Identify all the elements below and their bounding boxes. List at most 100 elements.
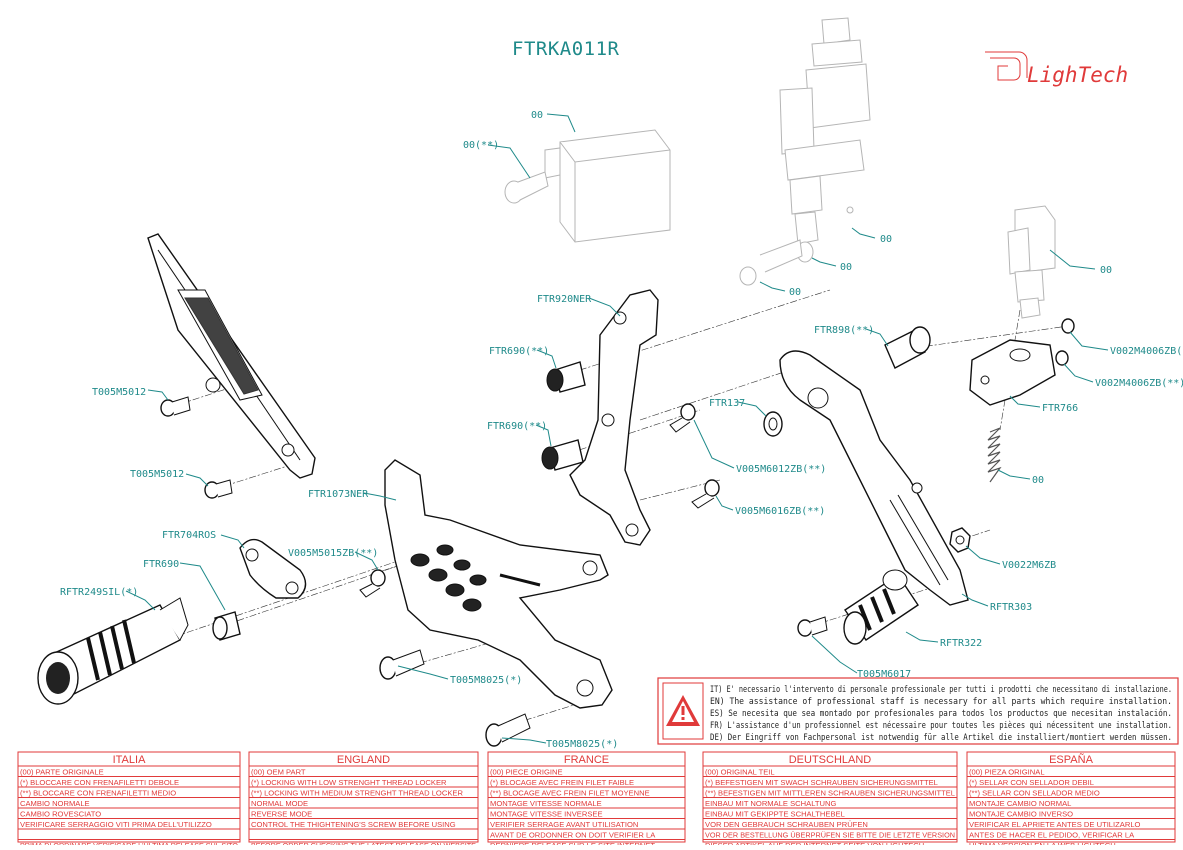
legend-line: (00) PARTE ORIGINALE <box>20 768 104 777</box>
legend-line: MONTAJE CAMBIO NORMAL <box>969 799 1071 808</box>
lever-peg-rftr322 <box>843 569 919 645</box>
label-t005m8025-a: T005M8025(*) <box>450 675 522 686</box>
screw-v002m4006zb-b <box>1055 350 1069 366</box>
legend-line: (00) PIEZA ORIGINAL <box>969 768 1045 777</box>
label-oo-top: 00 <box>531 110 543 121</box>
bushing-ftr690-upper <box>546 361 586 393</box>
legend-line: (**) BLOCAGE AVEC FREIN FILET MOYENNE <box>490 789 650 798</box>
bracket-ftr920ner <box>569 289 659 546</box>
legend-line: (00) PIECE ORIGINE <box>490 768 563 777</box>
label-v0022m6zb: V0022M6ZB <box>1002 560 1056 571</box>
label-ftr704ros: FTR704ROS <box>162 530 216 541</box>
label-oo-brake1: 00 <box>880 234 892 245</box>
legend-heading: DEUTSCHLAND <box>789 754 872 766</box>
bushing-ftr690 <box>212 611 241 641</box>
label-ftr920ner: FTR920NER <box>537 294 592 305</box>
legend-line: NORMAL MODE <box>251 799 308 808</box>
label-ftr690-a: FTR690(**) <box>489 346 549 357</box>
label-ftr766: FTR766 <box>1042 403 1078 414</box>
label-v005m6016zb: V005M6016ZB(**) <box>735 506 825 517</box>
legend-table: ITALIA (00) PARTE ORIGINALE(*) BLOCCARE C… <box>17 751 1176 850</box>
part-labels: 00 00(**) 00 00 00 00 T005M5012 T005M501… <box>60 110 1183 750</box>
legend-line: (00) ORIGINAL TEIL <box>705 768 775 777</box>
legend-line: (*) SELLAR CON SELLADOR DEBIL <box>969 778 1094 787</box>
legend-line: AVANT DE ORDONNER ON DOIT VERIFIER LA <box>490 831 656 840</box>
legend-line: (**) LOCKING WITH MEDIUM STRENGHT THREAD… <box>251 789 463 798</box>
legend-line: PRIMA DI ORDINARE VERIFICARE L'ULTIMA RE… <box>20 841 238 845</box>
heel-guard-plate <box>147 233 316 479</box>
legend-heading: ITALIA <box>113 754 146 766</box>
label-t005m6017: T005M6017 <box>857 669 911 680</box>
legend-line: MONTAGE VITESSE INVERSEE <box>490 810 603 819</box>
legend-line: CAMBIO NORMALE <box>20 799 90 808</box>
clamp-ftr766 <box>969 339 1056 406</box>
spring-oem <box>987 427 1002 483</box>
legend-line: VERIFICAR EL APRIETE ANTES DE UTILIZARLO <box>969 820 1141 829</box>
legend-line: (**) SELLAR CON SELLADOR MEDIO <box>969 789 1100 798</box>
warning-line-fr: FR) L'assistance d'un professionnel est … <box>710 720 1172 731</box>
label-v005m6012zb: V005M6012ZB(**) <box>736 464 826 475</box>
legend-line: EINBAU MIT GEKIPPTE SCHALTHEBEL <box>705 810 845 819</box>
bracket-ftr1073ner <box>384 459 613 709</box>
lightech-logo: LighTech <box>985 51 1128 87</box>
bolt-t005m5012-b <box>204 479 233 499</box>
legend-line: MONTAJE CAMBIO INVERSO <box>969 810 1073 819</box>
legend-line: VOR DER BESTELLUNG ÜBERPRÜFEN SIE BITTE … <box>705 831 955 840</box>
warning-line-en: EN) The assistance of professional staff… <box>710 697 1172 707</box>
bolt-t005m5012-a <box>160 396 191 417</box>
legend-line: VOR DEN GEBRAUCH SCHRAUBEN PRÜFEN <box>705 820 868 829</box>
oem-parts-ghost <box>504 17 1056 319</box>
legend-heading: FRANCE <box>564 754 609 766</box>
screw-v005m5015zb <box>359 569 386 598</box>
legend-line: (*) LOCKING WITH LOW STRENGHT THREAD LOC… <box>251 778 447 787</box>
legend-line: VERIFICARE SERRAGGIO VITI PRIMA DELL'UTI… <box>20 820 212 829</box>
bolt-t005m8025-b <box>485 713 531 747</box>
legend-line: EINBAU MIT NORMALE SCHALTUNG <box>705 799 836 808</box>
legend-line: REVERSE MODE <box>251 810 312 819</box>
legend-heading: ESPAÑA <box>1049 753 1093 766</box>
label-ftr690-b: FTR690(**) <box>487 421 547 432</box>
label-rftr322: RFTR322 <box>940 638 982 649</box>
label-ftr1073ner: FTR1073NER <box>308 489 369 500</box>
lever-rftr303 <box>779 350 969 606</box>
warning-line-it: IT) E' necessario l'intervento di person… <box>710 685 1172 695</box>
legend-line: CONTROL THE THIGHTENING'S SCREW BEFORE U… <box>251 820 456 829</box>
label-t005m5012-b: T005M5012 <box>130 469 184 480</box>
washer-ftr137 <box>763 411 783 437</box>
drawing-title: FTRKA011R <box>512 38 620 60</box>
label-oo-brake2: 00 <box>840 262 852 273</box>
legend-line: DERNIERE RELEASE SUR LE SITE INTERNET <box>490 841 655 845</box>
pin-ftr898 <box>884 326 931 369</box>
label-oo-spring: 00 <box>1032 475 1044 486</box>
label-oo-master: 00 <box>1100 265 1112 276</box>
label-oo-star2: 00(**) <box>463 140 499 151</box>
leader-lines <box>125 113 1109 744</box>
legend-line: VERIFIER SERRAGE AVANT UTILISATION <box>490 820 638 829</box>
label-t005m5012-a: T005M5012 <box>92 387 146 398</box>
label-oo-brake3: 00 <box>789 287 801 298</box>
warning-line-de: DE) Der Eingriff von Fachpersonal ist no… <box>710 733 1172 743</box>
legend-heading: ENGLAND <box>337 754 390 766</box>
footpeg-rftr249sil <box>37 597 189 705</box>
legend-line: (*) BLOCCARE CON FRENAFILETTI DEBOLE <box>20 778 179 787</box>
nut-v0022m6zb <box>949 527 971 553</box>
legend-line: (00) OEM PART <box>251 768 306 777</box>
label-v002m4006zb-a: V002M4006ZB(**) <box>1110 346 1183 357</box>
plate-ftr704ros <box>239 538 307 599</box>
label-rftr303: RFTR303 <box>990 602 1032 613</box>
label-v005m5015zb: V005M5015ZB(**) <box>288 548 378 559</box>
installation-warning-box: IT) E' necessario l'intervento di person… <box>657 677 1179 745</box>
warning-line-es: ES) Se necesita que sea montado por prof… <box>710 708 1172 719</box>
legend-line: CAMBIO ROVESCIATO <box>20 810 101 819</box>
bolt-t005m6017 <box>797 616 828 637</box>
legend-line: ANTES DE HACER EL PEDIDO, VERIFICAR LA <box>969 831 1135 840</box>
bolt-t005m8025-a <box>379 649 425 680</box>
label-ftr898: FTR898(**) <box>814 325 874 336</box>
label-t005m8025-b: T005M8025(*) <box>546 739 618 750</box>
screw-v002m4006zb-a <box>1061 318 1075 334</box>
legend-line: (*) BEFESTIGEN MIT SWACH SCHRAUBEN SICHE… <box>705 778 938 787</box>
legend-line: ULTIMA VERSION EN LA WEB LIGHTECH <box>969 841 1116 845</box>
